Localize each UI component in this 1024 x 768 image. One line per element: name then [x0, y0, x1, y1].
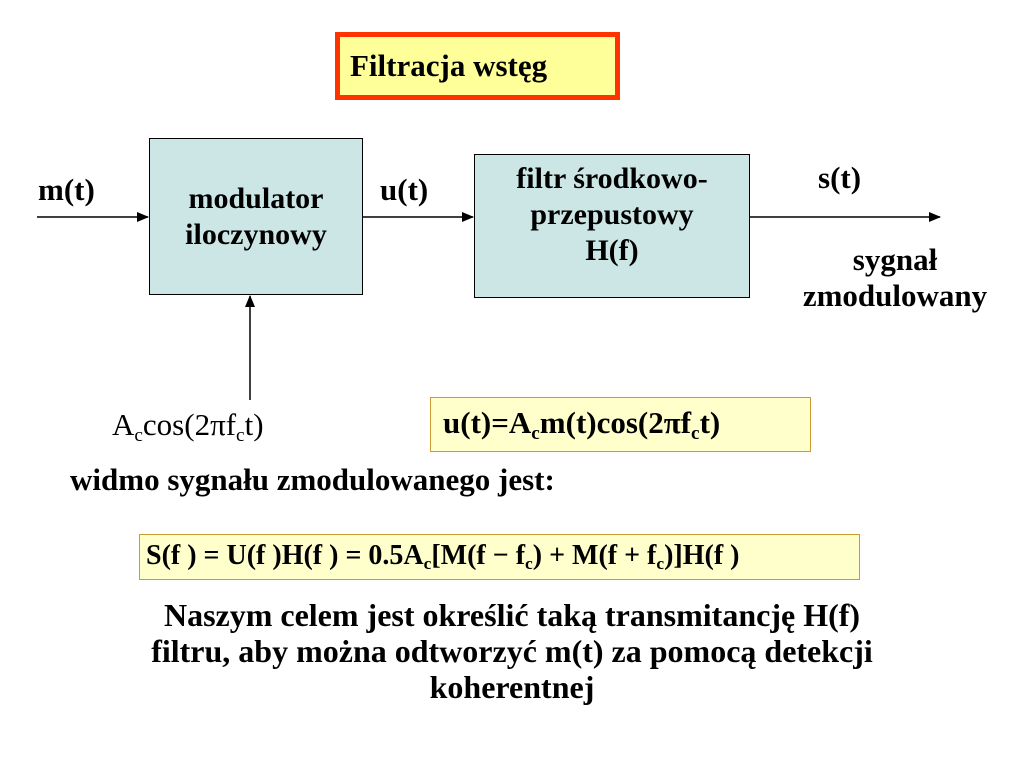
- formula-s-box: S(f ) = U(f )H(f ) = 0.5Ac[M(f − fc) + M…: [139, 534, 860, 580]
- formula-u-part-1: u(t)=A: [443, 405, 532, 440]
- intermediate-signal-label: u(t): [380, 172, 429, 207]
- formula-s-part-3: ) + M(f + f: [532, 540, 657, 571]
- conclusion-text: Naszym celem jest określić taką transmit…: [0, 597, 1024, 705]
- conclusion-line-2: filtru, aby można odtworzyć m(t) za pomo…: [151, 633, 873, 669]
- formula-u-part-3: t): [699, 405, 721, 440]
- formula-s-part-1: S(f ) = U(f )H(f ) = 0.5A: [146, 540, 424, 571]
- output-signal-label: s(t): [818, 160, 862, 195]
- output-desc-1: sygnał: [852, 242, 938, 277]
- spectrum-intro: widmo sygnału zmodulowanego jest:: [70, 462, 555, 497]
- page-title: Filtracja wstęg: [350, 48, 548, 83]
- formula-u-sub-1: c: [531, 422, 540, 444]
- carrier-mid: cos(2πf: [142, 407, 237, 442]
- output-desc-2: zmodulowany: [802, 278, 988, 313]
- carrier-amp: A: [112, 407, 135, 442]
- modulator-block: modulator iloczynowy: [149, 138, 363, 295]
- filter-label-3: H(f): [585, 234, 639, 267]
- modulator-label-2: iloczynowy: [185, 217, 327, 251]
- formula-s-part-2: [M(f − f: [431, 540, 526, 571]
- carrier-sub-2: c: [236, 424, 245, 446]
- input-signal-label: m(t): [38, 172, 95, 207]
- carrier-label: Accos(2πfct): [112, 407, 264, 454]
- output-description: sygnał zmodulowany: [770, 242, 1020, 314]
- conclusion-line-1: Naszym celem jest określić taką transmit…: [163, 597, 861, 633]
- carrier-end: t): [244, 407, 264, 442]
- conclusion-line-3: koherentnej: [429, 669, 595, 705]
- formula-u-sub-2: c: [691, 422, 700, 444]
- formula-s-part-4: )]H(f ): [664, 540, 740, 571]
- formula-u-part-2: m(t)cos(2πf: [539, 405, 692, 440]
- filter-label-1: filtr środkowo-: [516, 162, 708, 195]
- formula-s-sub-3: c: [656, 554, 665, 574]
- carrier-sub-1: c: [134, 424, 143, 446]
- modulator-label-1: modulator: [188, 181, 324, 215]
- formula-s-sub-1: c: [423, 554, 432, 574]
- bandpass-filter-block: filtr środkowo- przepustowy H(f): [474, 154, 750, 298]
- filter-label-2: przepustowy: [530, 198, 694, 231]
- formula-s-sub-2: c: [525, 554, 533, 574]
- title-box: Filtracja wstęg: [335, 32, 620, 100]
- formula-u-box: u(t)=Acm(t)cos(2πfct): [430, 397, 811, 452]
